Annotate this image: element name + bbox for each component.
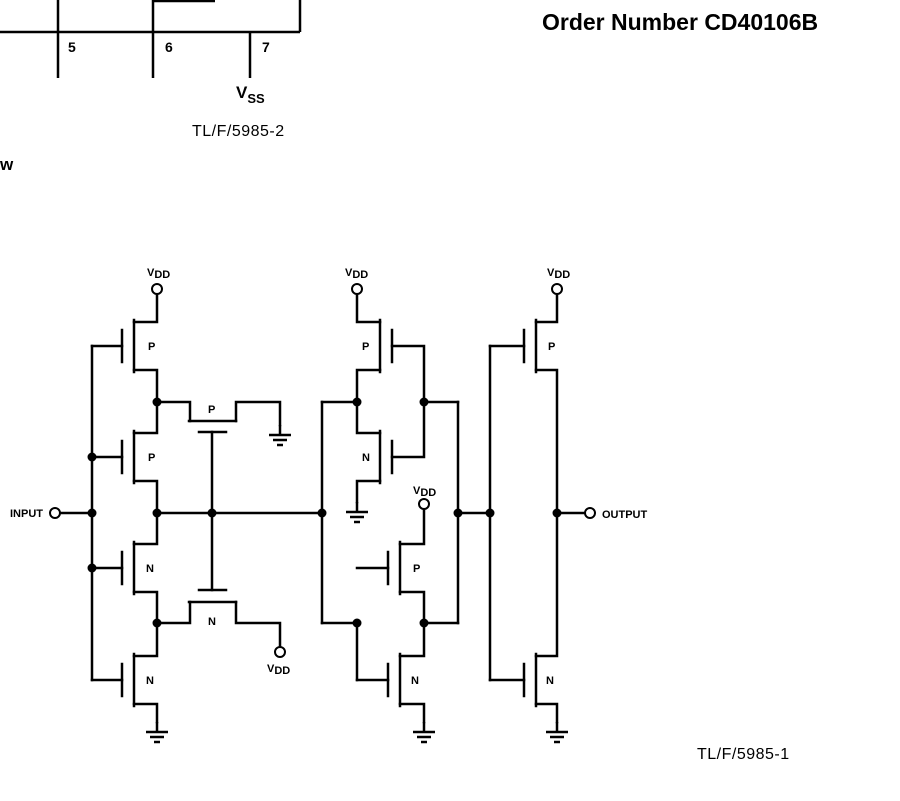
output-label: OUTPUT xyxy=(602,509,648,521)
vdd-label: VDD xyxy=(345,267,368,281)
order-number-title: Order Number CD40106B xyxy=(542,9,818,35)
p-transistor-label: P xyxy=(413,563,420,575)
n-transistor-label: N xyxy=(362,452,370,464)
p-transistor-label: P xyxy=(148,341,155,353)
p-transistor-label: P xyxy=(208,404,215,416)
ground-symbols xyxy=(144,423,570,744)
schematic-wires xyxy=(58,292,587,724)
junction-dots xyxy=(87,397,562,628)
n-transistor-label: N xyxy=(411,675,419,687)
terminals xyxy=(49,283,596,658)
n-transistor-label: N xyxy=(146,563,154,575)
vss-label: VSS xyxy=(236,83,265,106)
n-transistor-label: N xyxy=(546,675,554,687)
p-transistor-label: P xyxy=(548,341,555,353)
p-transistor-label: P xyxy=(362,341,369,353)
figure-ref-connection: TL/F/5985-2 xyxy=(192,123,285,140)
pin-label: 7 xyxy=(262,39,270,55)
n-transistor-label: N xyxy=(146,675,154,687)
pin-label: 6 xyxy=(165,39,173,55)
n-transistor-label: N xyxy=(208,616,216,628)
vdd-label: VDD xyxy=(267,663,290,677)
connection-diagram xyxy=(0,0,302,78)
pin-label: 5 xyxy=(68,39,76,55)
figure-ref-schematic: TL/F/5985-1 xyxy=(697,746,790,763)
p-transistor-label: P xyxy=(148,452,155,464)
partial-heading-fragment: w xyxy=(0,155,14,174)
vdd-label: VDD xyxy=(413,485,436,499)
input-label: INPUT xyxy=(10,508,43,520)
vdd-label: VDD xyxy=(147,267,170,281)
vdd-label: VDD xyxy=(547,267,570,281)
